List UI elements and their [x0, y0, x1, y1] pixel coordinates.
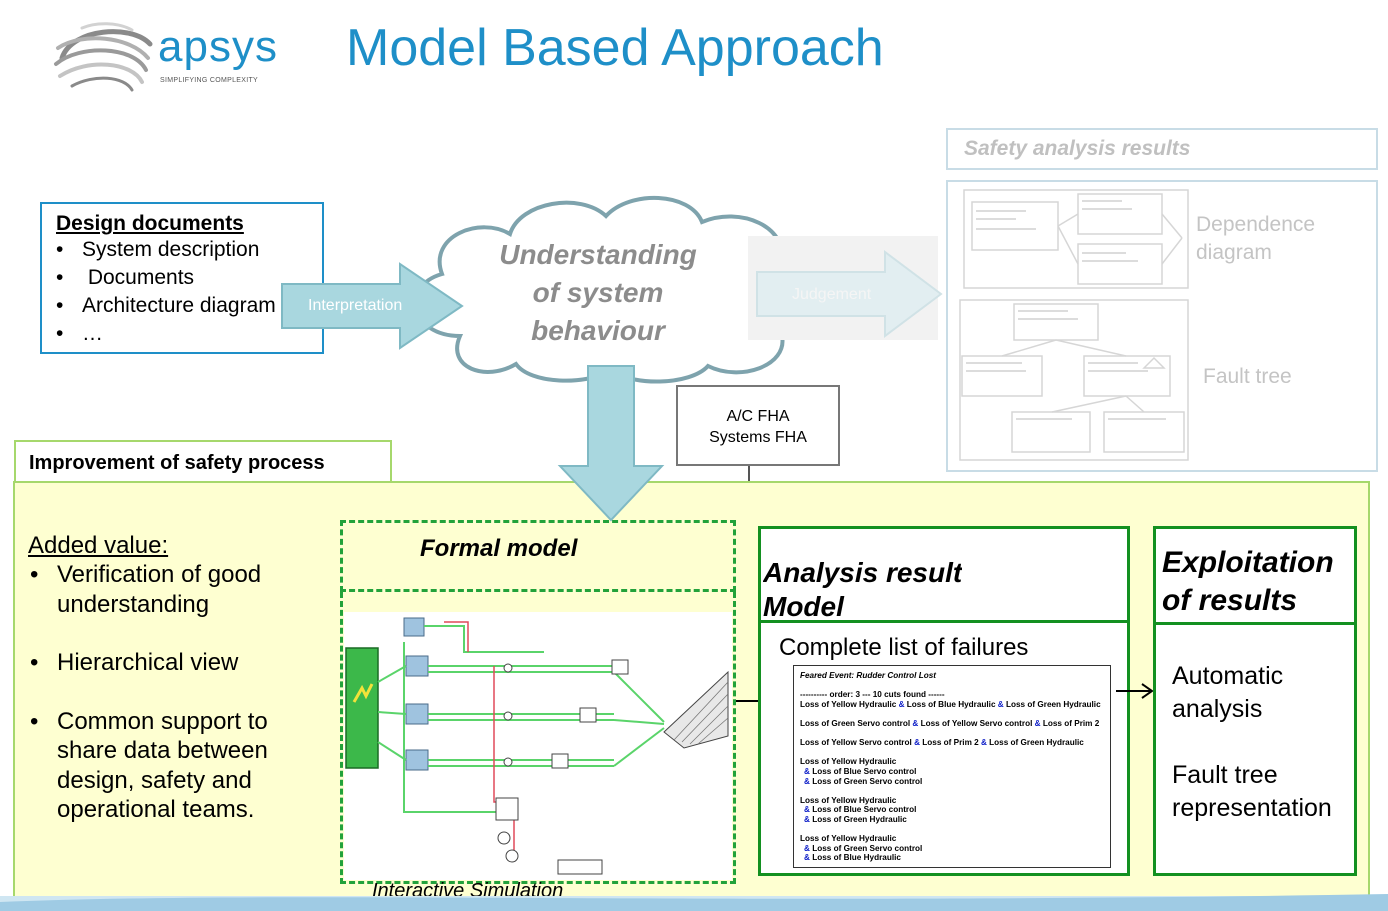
- design-documents-box: Design documents •System description • D…: [40, 202, 324, 354]
- list-item: •System description: [56, 238, 260, 261]
- arrow-to-exploitation: [1116, 683, 1154, 699]
- page-title: Model Based Approach: [346, 19, 884, 77]
- exploitation-box: [1153, 526, 1357, 876]
- added-value-heading: Added value:: [28, 532, 169, 559]
- formal-model-body-frame: [340, 592, 736, 884]
- failure-list: Feared Event: Rudder Control Lost ------…: [793, 665, 1111, 868]
- down-arrow: [557, 365, 665, 522]
- judgement-label: Judgement: [792, 286, 872, 303]
- interpretation-label: Interpretation: [308, 297, 403, 314]
- design-documents-list: •System description • Documents •Archite…: [56, 236, 322, 348]
- fault-tree-image: [959, 299, 1189, 461]
- exploitation-divider: [1153, 622, 1357, 625]
- judgement-arrow: [756, 250, 943, 338]
- list-item: Verification of good understanding: [28, 560, 328, 619]
- exploitation-body: Automatic analysis Fault tree representa…: [1172, 662, 1332, 822]
- list-item: Common support to share data between des…: [28, 707, 328, 825]
- list-item: Loss of Yellow Hydraulic & Loss of Blue …: [800, 795, 917, 824]
- complete-list-label: Complete list of failures: [779, 634, 1029, 661]
- safety-results-title: Safety analysis results: [946, 128, 1378, 170]
- footer-wave-decoration: [0, 894, 1388, 911]
- added-value-section: Added value: Verification of good unders…: [28, 532, 328, 825]
- order-line: ---------- order: 3 --- 10 cuts found --…: [800, 690, 945, 700]
- interactive-simulation-diagram: [345, 617, 729, 875]
- interpretation-arrow: [281, 262, 464, 350]
- globe-swirl-icon: [54, 22, 153, 92]
- list-item: Loss of Yellow Hydraulic & Loss of Green…: [800, 834, 923, 863]
- formal-model-title: Formal model: [420, 535, 578, 562]
- logo-tagline: SIMPLIFYING COMPLEXITY: [160, 77, 259, 84]
- list-item: Hierarchical view: [28, 648, 328, 678]
- design-documents-heading: Design documents: [56, 212, 244, 235]
- feared-event: Feared Event: Rudder Control Lost: [800, 671, 937, 680]
- list-item: • Documents: [56, 266, 195, 289]
- cloud-text: Understanding of system behaviour: [499, 239, 697, 346]
- list-item: Loss of Yellow Hydraulic & Loss of Blue …: [800, 757, 923, 786]
- improvement-title: Improvement of safety process: [14, 440, 392, 482]
- exploitation-title: Exploitation of results: [1162, 546, 1334, 617]
- list-item: •…: [56, 322, 103, 345]
- dependence-diagram-label: Dependence diagram: [1196, 213, 1316, 264]
- dependence-diagram-image: [963, 189, 1189, 289]
- analysis-result-title: Analysis result Model: [763, 557, 963, 620]
- fault-tree-label: Fault tree: [1203, 365, 1292, 388]
- list-item: •Architecture diagram: [56, 294, 276, 317]
- fha-box: A/C FHA Systems FHA: [676, 385, 840, 466]
- list-item: Loss of Yellow Hydraulic & Loss of Blue …: [800, 699, 1101, 709]
- list-item: Loss of Yellow Servo control & Loss of P…: [800, 738, 1084, 748]
- formal-model-header-frame: [340, 520, 736, 592]
- logo-name: apsys: [158, 22, 278, 71]
- list-item: Loss of Green Servo control & Loss of Ye…: [800, 718, 1100, 728]
- analysis-result-divider: [758, 620, 1130, 623]
